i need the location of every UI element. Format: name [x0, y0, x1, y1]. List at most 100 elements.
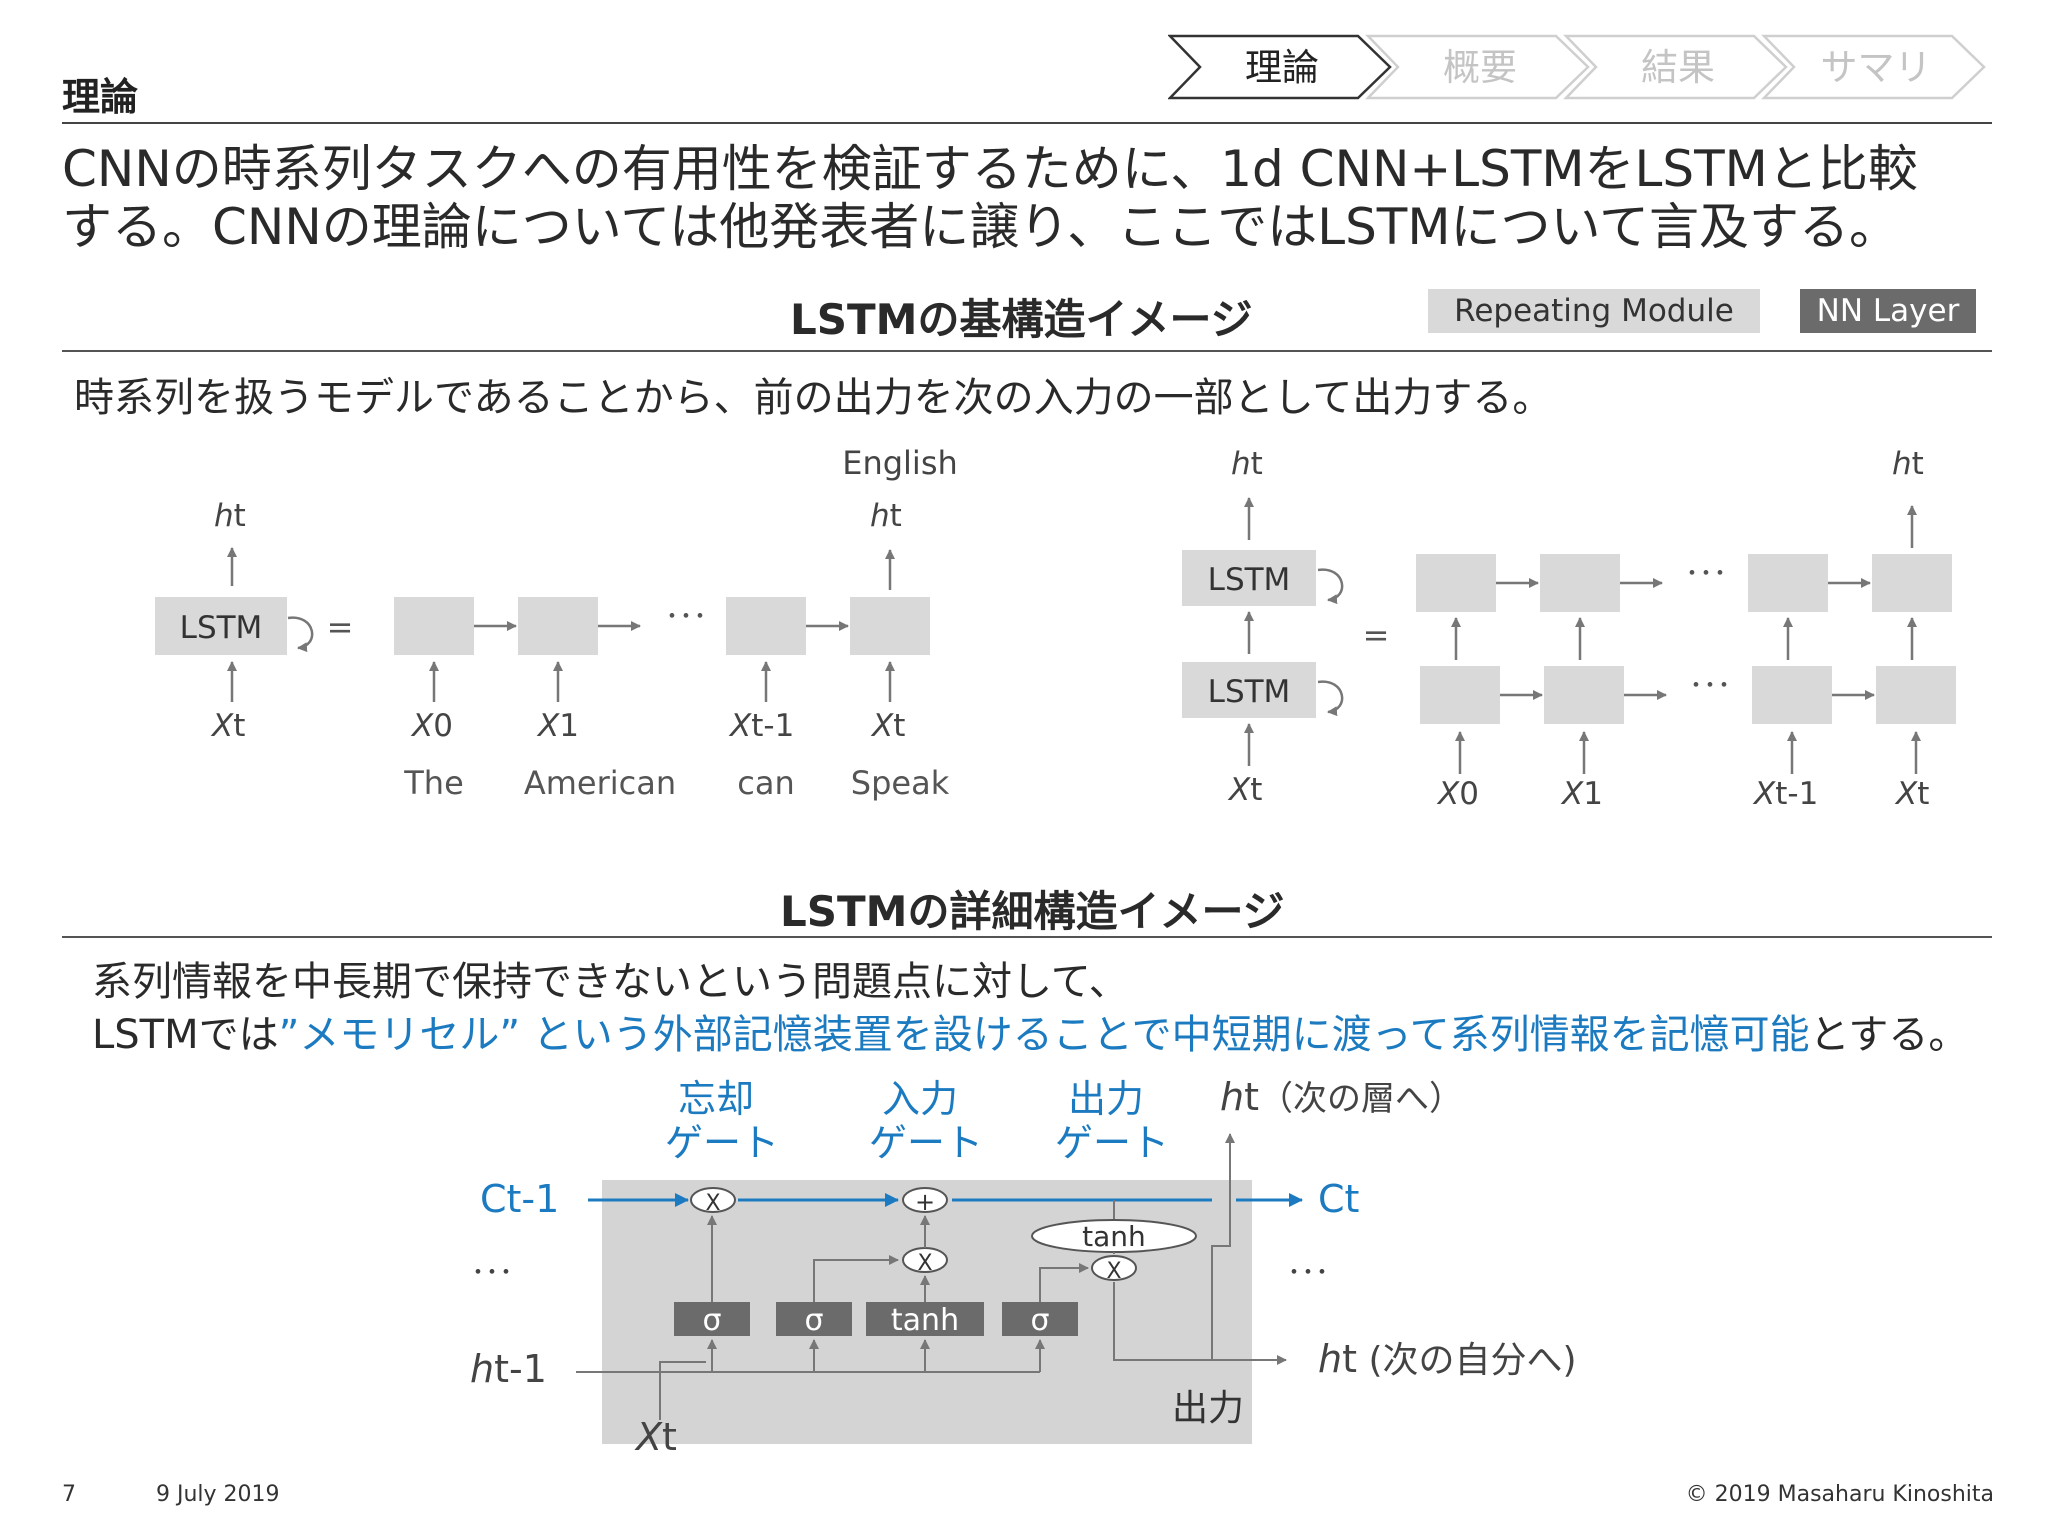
x-symbol: X [1894, 776, 1918, 812]
input-sigma-layer [776, 1302, 852, 1336]
grid-module [1752, 666, 1832, 724]
left-unrolled-chain: ･･･ ht English X0 X1 Xt-1 Xt The America… [394, 444, 958, 802]
h-symbol: h [870, 498, 890, 534]
basic-description: 時系列を扱うモデルであることから、前の出力を次の入力の一部として出力する。 [74, 375, 1553, 421]
word-label: can [737, 764, 794, 802]
t-subscript: t [662, 1415, 677, 1459]
t-subscript: t [1912, 446, 1924, 482]
x-symbol: X [210, 708, 234, 744]
x-symbol: X [1436, 776, 1460, 812]
output-gate-label: 出力 [1068, 1077, 1144, 1121]
input-gate-label: ゲート [869, 1121, 983, 1165]
x-symbol: X [870, 708, 894, 744]
detail-structure-title: LSTMの詳細構造イメージ [780, 887, 1285, 936]
word-label: American [524, 764, 676, 802]
svg-text:Xt: Xt [1894, 776, 1929, 812]
x-symbol: X [1560, 776, 1584, 812]
t-subscript: t [233, 708, 245, 744]
grid-module [1420, 666, 1500, 724]
index-subscript: 1 [559, 708, 579, 744]
legend-repeating-module: Repeating Module [1428, 289, 1760, 333]
headline-line: CNNの時系列タスクへの有用性を検証するために、1d CNN+LSTMをLSTM… [62, 140, 1918, 198]
t-subscript: t [1251, 446, 1263, 482]
lstm-label: LSTM [1208, 674, 1291, 710]
t-minus-1-subscript: t-1 [494, 1347, 547, 1391]
t-subscript: t [234, 498, 246, 534]
svg-text:ht: ht [1231, 446, 1263, 482]
index-subscript: t-1 [1775, 776, 1818, 812]
tanh-label: tanh [891, 1303, 959, 1338]
svg-text:Xt: Xt [634, 1415, 677, 1459]
h-symbol: h [1892, 446, 1912, 482]
sigma-label: σ [804, 1303, 823, 1338]
svg-text:Xt: Xt [1227, 772, 1262, 808]
output-label: 出力 [1172, 1388, 1244, 1429]
detail-text: LSTMでは [92, 1012, 279, 1058]
h-symbol: h [470, 1347, 494, 1391]
nav-step-theory[interactable]: 理論 [1168, 34, 1392, 100]
svg-text:ht: ht [1892, 446, 1924, 482]
nav-step-label: 概要 [1443, 46, 1517, 89]
index-subscript: 1 [1583, 776, 1603, 812]
grid-ellipsis: ･･･ [1685, 557, 1727, 590]
nav-step-summary[interactable]: サマリ [1761, 34, 1986, 100]
svg-text:X1: X1 [536, 708, 579, 744]
english-label: English [842, 444, 958, 482]
x-symbol: X [1752, 776, 1776, 812]
grid-module [1540, 554, 1620, 612]
input-gate-label: 入力 [882, 1077, 958, 1121]
right-ellipsis: ･･･ [1287, 1256, 1329, 1289]
t-subscript: t [1342, 1337, 1357, 1381]
lstm-label: LSTM [180, 610, 263, 646]
output-gate-label: ゲート [1055, 1121, 1169, 1165]
nav-step-label: 結果 [1641, 46, 1715, 89]
svg-text:ht: ht [870, 498, 902, 534]
index-subscript: 0 [1459, 776, 1479, 812]
progress-nav: 理論 概要 結果 サマリ [1168, 34, 1986, 100]
multiply-symbol: X [917, 1251, 932, 1276]
svg-text:X0: X0 [1436, 776, 1479, 812]
forget-multiply-node [690, 1187, 736, 1213]
word-label: Speak [851, 764, 950, 802]
nav-step-results[interactable]: 結果 [1563, 34, 1788, 100]
svg-text:Xt-1: Xt-1 [1752, 776, 1818, 812]
forget-gate-label: 忘却 [678, 1077, 754, 1121]
index-subscript: 0 [433, 708, 453, 744]
x-symbol: X [536, 708, 560, 744]
nav-step-overview[interactable]: 概要 [1365, 34, 1590, 100]
c-t-label: Ct [1318, 1177, 1359, 1221]
word-label: The [403, 764, 464, 802]
headline-line: する。CNNの理論については他発表者に譲り、ここではLSTMについて言及する。 [62, 198, 1899, 256]
h-symbol: h [1220, 1075, 1244, 1119]
c-prev-label: Ct-1 [480, 1177, 559, 1221]
lstm-label: LSTM [1208, 562, 1291, 598]
chain-module [518, 597, 598, 655]
equals-sign: = [327, 608, 354, 646]
grid-module [1416, 554, 1496, 612]
grid-module [1748, 554, 1828, 612]
equals-sign: = [1363, 616, 1390, 654]
x-symbol: X [410, 708, 434, 744]
section-label: 理論 [62, 75, 139, 119]
chain-ellipsis: ･･･ [665, 600, 707, 633]
left-rolled-lstm: LSTM ht Xt = [155, 498, 353, 744]
t-subscript: t [1917, 776, 1929, 812]
sigma-label: σ [702, 1303, 721, 1338]
chain-module [850, 597, 930, 655]
svg-text:Xt: Xt [870, 708, 905, 744]
footer-date: 9 July 2019 [156, 1482, 280, 1507]
t-subscript: t [1250, 772, 1262, 808]
h-symbol: h [1318, 1337, 1342, 1381]
svg-text:ht（次の層へ）: ht（次の層へ） [1220, 1075, 1463, 1119]
basic-divider [62, 350, 1992, 352]
detail-divider [62, 936, 1992, 938]
footer-copyright: © 2019 Masaharu Kinoshita [1685, 1482, 1994, 1507]
index-subscript: t-1 [751, 708, 794, 744]
h-symbol: h [214, 498, 234, 534]
multiply-symbol: X [1106, 1259, 1121, 1284]
t-subscript: t [893, 708, 905, 744]
chain-module [394, 597, 474, 655]
lstm-cell-diagram: 忘却 ゲート 入力 ゲート 出力 ゲート ht（次の層へ） Ct-1 Ct X … [470, 1075, 1577, 1459]
plus-symbol: + [915, 1188, 935, 1216]
nav-step-label: サマリ [1821, 46, 1932, 89]
